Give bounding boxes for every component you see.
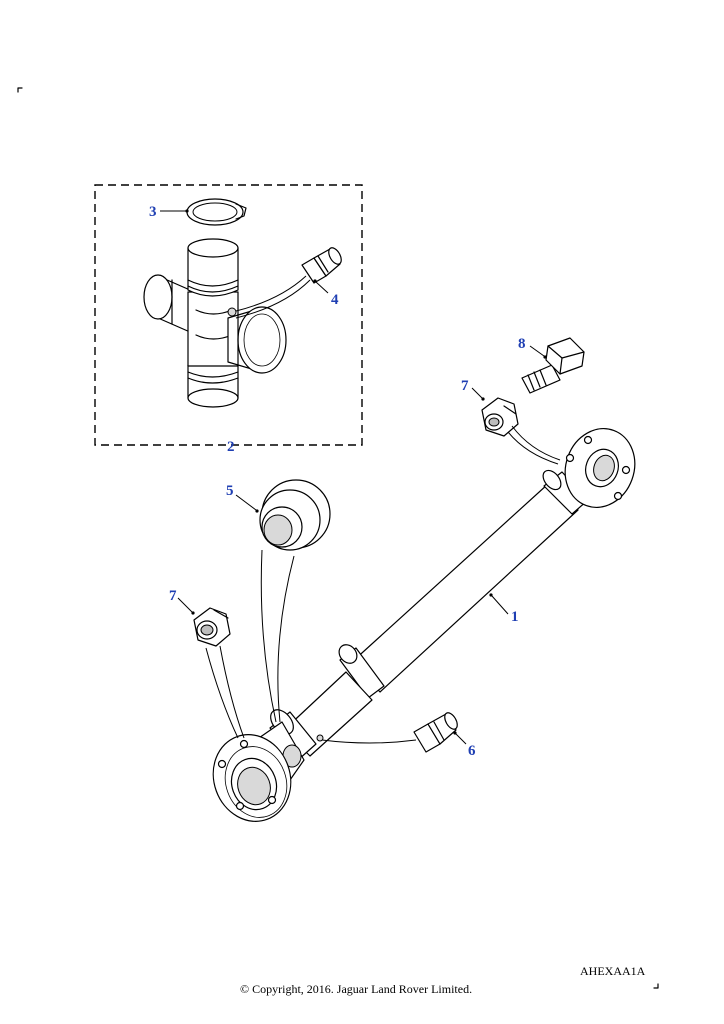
grease-nipple-upper bbox=[301, 247, 342, 284]
crop-mark-top-left bbox=[17, 87, 23, 93]
locknut-left bbox=[193, 607, 231, 647]
crop-mark-bottom-right bbox=[653, 983, 659, 989]
illustration-code: AHEXAA1A bbox=[580, 964, 646, 978]
copyright-notice: © Copyright, 2016. Jaguar Land Rover Lim… bbox=[240, 982, 472, 996]
circlip-part bbox=[186, 198, 247, 226]
centre-bearing-part bbox=[259, 479, 331, 551]
callout-3: 3 bbox=[149, 204, 157, 220]
callout-6: 6 bbox=[468, 743, 476, 759]
callout-7-upper: 7 bbox=[461, 378, 469, 394]
callout-1: 1 bbox=[511, 609, 519, 625]
grease-nipple-lower bbox=[413, 712, 458, 753]
callout-8: 8 bbox=[518, 336, 526, 352]
locknut-upper bbox=[481, 397, 519, 437]
universal-joint-kit-box bbox=[94, 184, 363, 446]
universal-joint-spider bbox=[143, 238, 287, 408]
callout-4: 4 bbox=[331, 292, 339, 308]
leader-lines bbox=[160, 209, 561, 745]
bolt-part bbox=[521, 337, 585, 394]
callout-5: 5 bbox=[226, 483, 234, 499]
propeller-shaft bbox=[212, 428, 636, 822]
callout-2: 2 bbox=[227, 439, 235, 455]
callout-7-left: 7 bbox=[169, 588, 177, 604]
